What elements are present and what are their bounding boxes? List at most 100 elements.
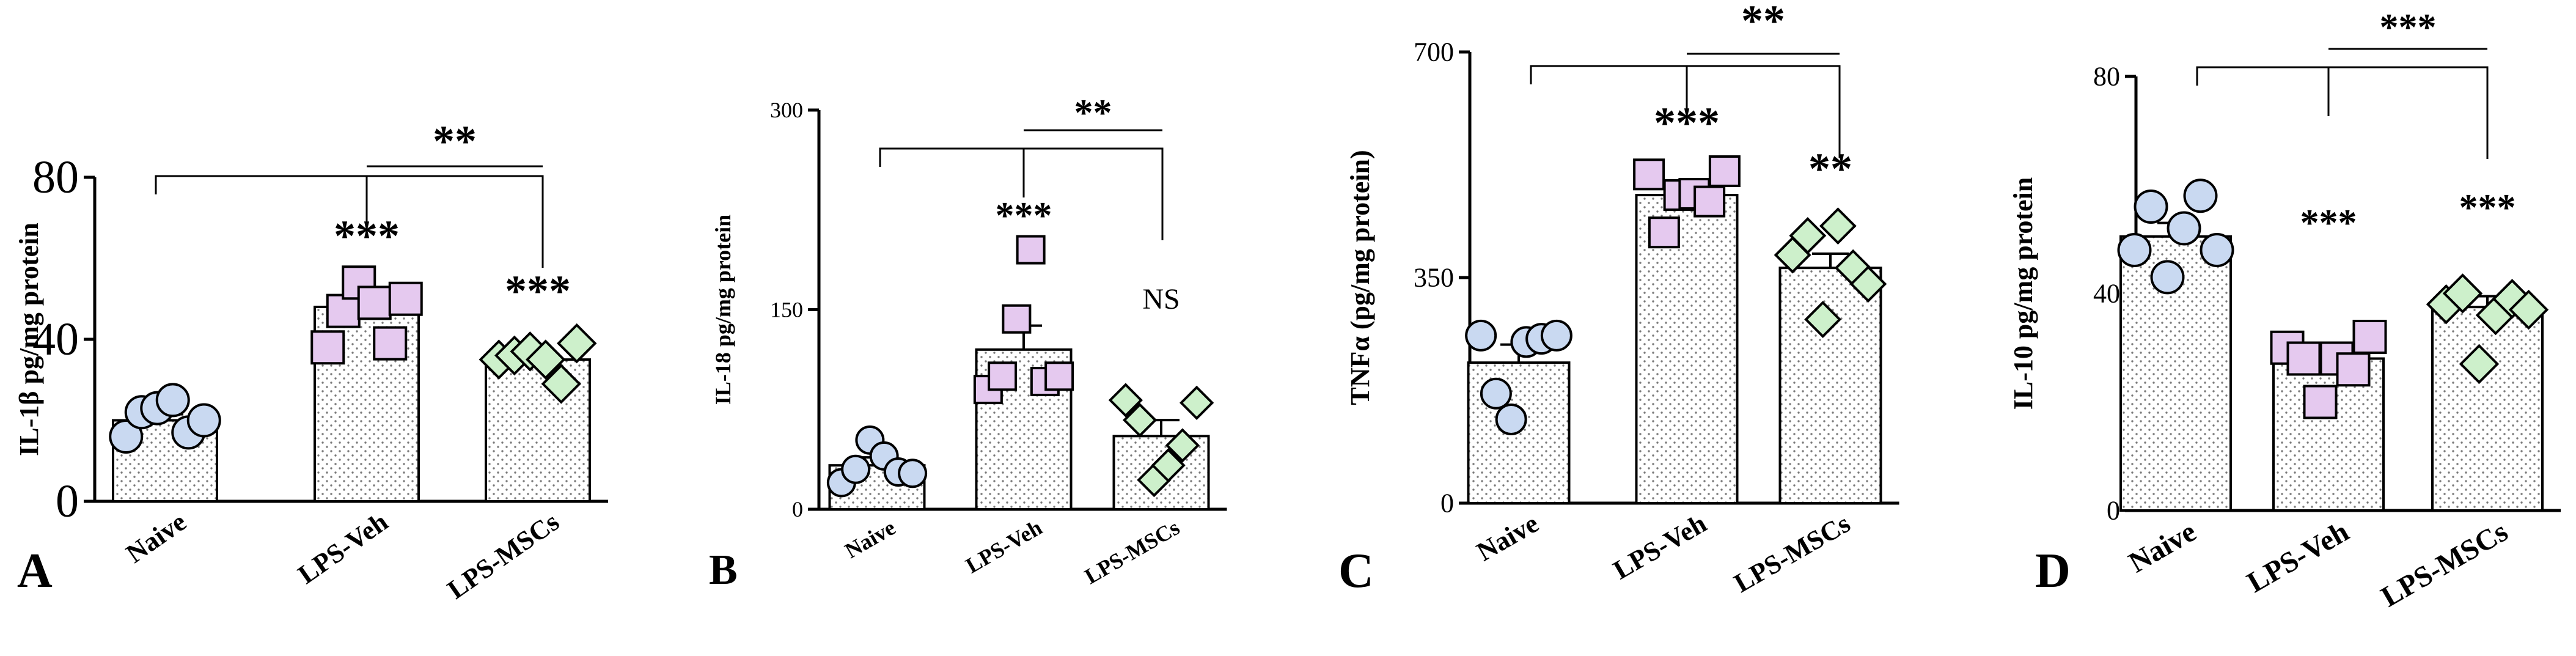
significance-marker: ***	[2459, 187, 2516, 229]
significance-marker: ***	[996, 195, 1052, 237]
y-tick-label: 350	[1414, 263, 1454, 293]
category-label: LPS-Veh	[1608, 508, 1711, 585]
category-label: LPS-Veh	[293, 507, 394, 590]
data-point-square	[2336, 352, 2371, 387]
y-tick-label: 700	[1414, 37, 1454, 67]
category-label: LPS-Veh	[2242, 515, 2354, 599]
panel-letter: D	[2035, 544, 2071, 598]
comparison-significance: **	[1074, 92, 1112, 134]
category-label: LPS-Veh	[961, 515, 1046, 578]
category-label: Naive	[120, 507, 191, 569]
data-point-square	[326, 293, 361, 328]
data-point-square	[357, 286, 392, 320]
panel-letter: A	[17, 544, 53, 598]
ns-label: NS	[1142, 283, 1180, 315]
comparison-bracket	[2196, 66, 2489, 159]
significance-marker: ***	[2300, 202, 2357, 244]
data-point-square	[988, 361, 1018, 391]
data-point-square	[1708, 155, 1741, 188]
data-point-diamond	[1108, 383, 1143, 418]
data-point-square	[1648, 216, 1680, 249]
y-tick-label: 0	[792, 497, 803, 521]
y-tick-label: 0	[1440, 488, 1454, 518]
data-point-diamond	[526, 339, 566, 380]
data-point-diamond	[1849, 265, 1887, 303]
y-axis-label: IL-1β pg/mg protein	[14, 223, 44, 456]
category-label: LPS-MSCs	[442, 507, 564, 605]
data-point-circle	[2167, 211, 2201, 246]
data-point-square	[1016, 235, 1046, 265]
data-point-square	[2286, 341, 2321, 376]
category-label: LPS-MSCs	[1729, 508, 1855, 599]
data-point-square	[1693, 185, 1726, 218]
data-point-diamond	[2508, 289, 2549, 330]
y-tick-label: 0	[2107, 496, 2120, 526]
data-point-square	[388, 281, 423, 316]
y-tick-label: 40	[2093, 279, 2120, 309]
comparison-bracket	[879, 147, 1164, 240]
comparison-significance: ***	[2380, 7, 2437, 48]
comparison-bracket	[1530, 65, 1841, 158]
data-point-circle	[2200, 233, 2234, 267]
panel-letter: C	[1338, 544, 1374, 598]
data-point-diamond	[2442, 273, 2483, 314]
category-label: LPS-MSCs	[2376, 515, 2513, 614]
data-point-diamond	[1122, 403, 1158, 438]
y-tick-label: 80	[32, 152, 79, 203]
data-point-circle	[1540, 319, 1572, 352]
data-point-circle	[1465, 319, 1497, 352]
data-point-circle	[2117, 233, 2152, 267]
comparison-bracket	[155, 175, 544, 268]
data-point-diamond	[1789, 217, 1827, 254]
data-point-circle	[2183, 179, 2218, 213]
category-label: Naive	[2123, 515, 2201, 580]
category-label: Naive	[1472, 508, 1544, 567]
data-point-diamond	[2459, 344, 2500, 385]
data-point-diamond	[1165, 428, 1200, 463]
significance-marker: ***	[505, 267, 571, 315]
data-point-square	[310, 330, 345, 365]
data-point-square	[2352, 320, 2387, 354]
data-point-circle	[2134, 190, 2168, 224]
data-point-circle	[186, 403, 221, 438]
comparison-significance: **	[433, 117, 477, 166]
y-tick-label: 0	[56, 476, 79, 527]
bar	[1778, 267, 1882, 504]
y-tick-label: 150	[770, 297, 803, 322]
data-point-square	[1044, 361, 1074, 391]
bar	[2431, 306, 2544, 512]
data-point-diamond	[1804, 301, 1842, 338]
panel-letter: B	[709, 547, 738, 594]
data-point-circle	[109, 419, 144, 454]
data-point-diamond	[541, 364, 581, 404]
significance-marker: **	[1808, 144, 1852, 193]
data-point-diamond	[2492, 279, 2533, 319]
data-point-square	[1002, 304, 1032, 334]
data-point-diamond	[1819, 207, 1857, 245]
data-point-square	[373, 326, 408, 361]
category-label: Naive	[841, 515, 900, 563]
data-point-square	[2303, 385, 2338, 419]
data-point-circle	[898, 459, 928, 488]
data-point-circle	[155, 383, 190, 418]
data-point-circle	[841, 454, 871, 484]
comparison-significance: **	[1741, 0, 1785, 45]
data-point-diamond	[1151, 448, 1186, 483]
y-axis-label: IL-10 pg/mg protein	[2008, 177, 2038, 410]
data-point-circle	[2150, 260, 2185, 295]
data-point-circle	[1480, 377, 1512, 410]
y-axis-label: IL-18 pg/mg protein	[711, 215, 735, 405]
category-label: LPS-MSCs	[1081, 515, 1184, 589]
y-tick-label: 80	[2093, 62, 2120, 92]
data-point-square	[1633, 158, 1665, 191]
data-point-diamond	[557, 323, 597, 364]
y-axis-label: TNFα (pg/mg protein)	[1345, 150, 1375, 405]
y-tick-label: 40	[32, 314, 79, 365]
y-tick-label: 300	[770, 98, 803, 122]
data-point-circle	[1495, 403, 1527, 435]
